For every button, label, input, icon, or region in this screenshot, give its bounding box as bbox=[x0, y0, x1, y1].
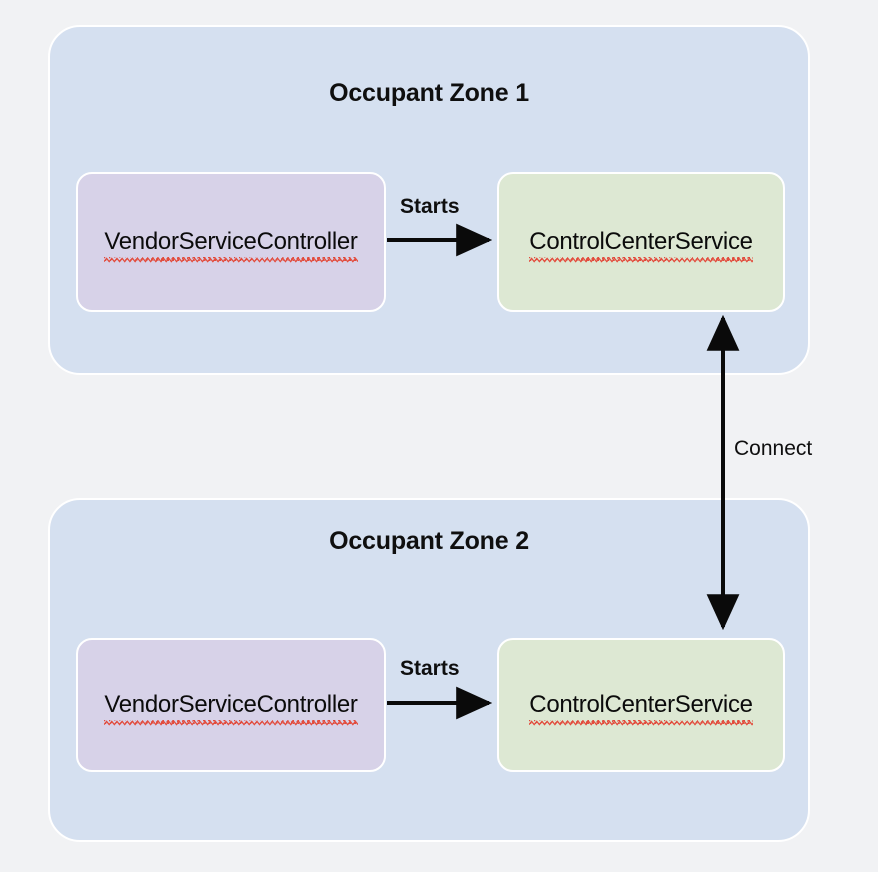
occupant-zone-1-title: Occupant Zone 1 bbox=[329, 79, 529, 107]
node-label-control-center-service-zone-1: ControlCenterService bbox=[529, 230, 753, 263]
node-control-center-service-zone-2[interactable]: ControlCenterService bbox=[497, 638, 785, 772]
node-label-vendor-service-controller-zone-1: VendorServiceController bbox=[104, 230, 358, 263]
spellcheck-underline bbox=[529, 720, 753, 726]
node-label-control-center-service-zone-2: ControlCenterService bbox=[529, 693, 753, 726]
edge-label-connect: Connect bbox=[734, 437, 813, 460]
edge-label-starts-zone-2: Starts bbox=[400, 657, 460, 680]
spellcheck-underline bbox=[529, 257, 753, 263]
node-vendor-service-controller-zone-2[interactable]: VendorServiceController bbox=[76, 638, 386, 772]
node-vendor-service-controller-zone-1[interactable]: VendorServiceController bbox=[76, 172, 386, 312]
node-control-center-service-zone-1[interactable]: ControlCenterService bbox=[497, 172, 785, 312]
edge-label-starts-zone-1: Starts bbox=[400, 195, 460, 218]
node-label-vendor-service-controller-zone-2: VendorServiceController bbox=[104, 693, 358, 726]
occupant-zone-2-title: Occupant Zone 2 bbox=[329, 527, 529, 555]
spellcheck-underline bbox=[104, 720, 358, 726]
spellcheck-underline bbox=[104, 257, 358, 263]
